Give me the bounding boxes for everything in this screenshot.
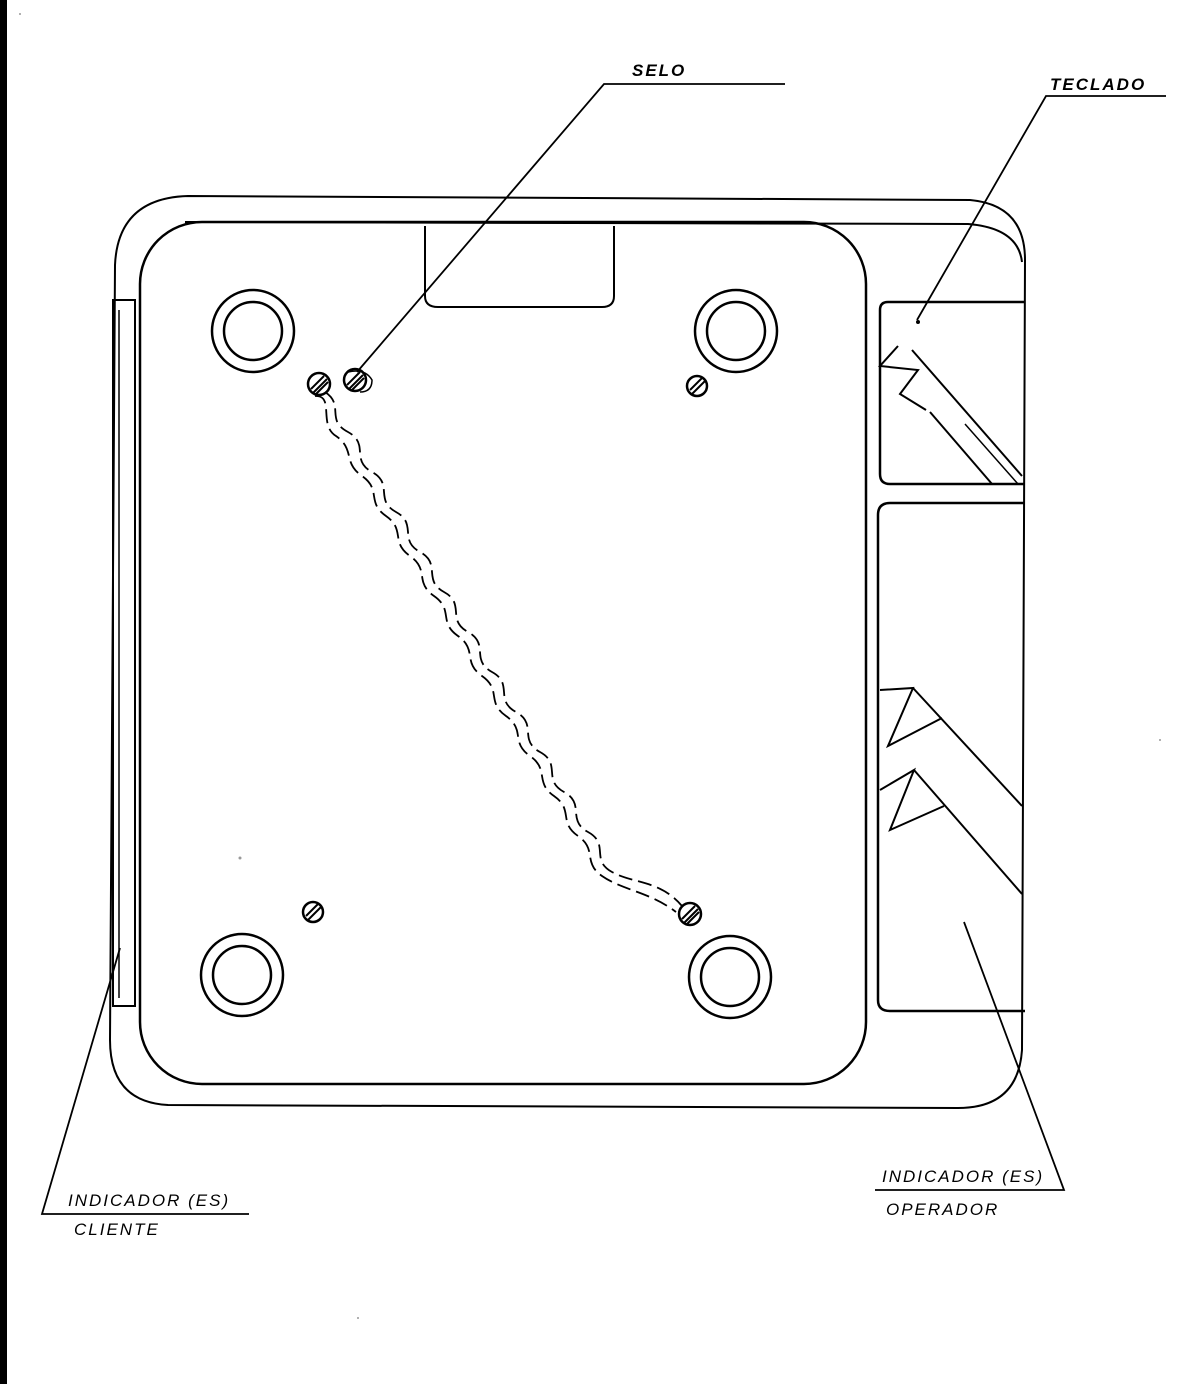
foot-top-right — [693, 288, 779, 374]
teclado-leader-line — [916, 95, 1166, 321]
customer-indicator-strip — [112, 299, 136, 1007]
seal-wire-strand-b — [314, 395, 677, 913]
customer-label: CLIENTE — [74, 1220, 160, 1239]
top-tab — [424, 226, 615, 308]
operator-label: OPERADOR — [886, 1200, 999, 1219]
keyboard-hatch-1 — [911, 349, 1023, 477]
keyboard-hatch-3 — [964, 423, 1019, 485]
operador-leader-line — [875, 921, 1066, 1191]
keyboard-compartment — [878, 300, 1025, 486]
seal-wire-strand-a — [324, 391, 683, 907]
keyboard-break-symbol — [877, 345, 927, 411]
cliente-leader-line — [40, 947, 249, 1215]
keyboard-hatch-2 — [929, 411, 993, 485]
foot-bottom-left — [199, 932, 285, 1018]
screw-seal-right — [342, 367, 373, 393]
left-scan-border — [0, 0, 7, 1384]
inner-housing-rim — [184, 221, 1023, 263]
foot-bottom-right — [687, 934, 773, 1020]
weighing-platter — [138, 220, 868, 1086]
scan-specks — [19, 13, 1161, 1319]
selo-leader-line — [356, 83, 785, 373]
operator-hatch-1 — [912, 687, 1023, 807]
screw-top-right — [685, 374, 709, 398]
operator-hatch-2 — [913, 769, 1023, 895]
teclado-label: TECLADO — [1050, 75, 1146, 94]
screw-bottom-left — [301, 900, 325, 924]
foot-top-left — [210, 288, 296, 374]
operator-indicator-compartment — [876, 501, 1025, 1013]
customer-indicator-label: INDICADOR (ES) — [68, 1191, 230, 1210]
screw-seal-left — [306, 371, 332, 397]
operator-indicator-label: INDICADOR (ES) — [882, 1167, 1044, 1186]
selo-label: SELO — [632, 61, 686, 80]
operator-break-symbol-2 — [879, 767, 945, 832]
outer-housing — [108, 194, 1027, 1110]
operator-break-symbol-1 — [879, 686, 943, 749]
screw-bottom-right — [677, 901, 703, 927]
